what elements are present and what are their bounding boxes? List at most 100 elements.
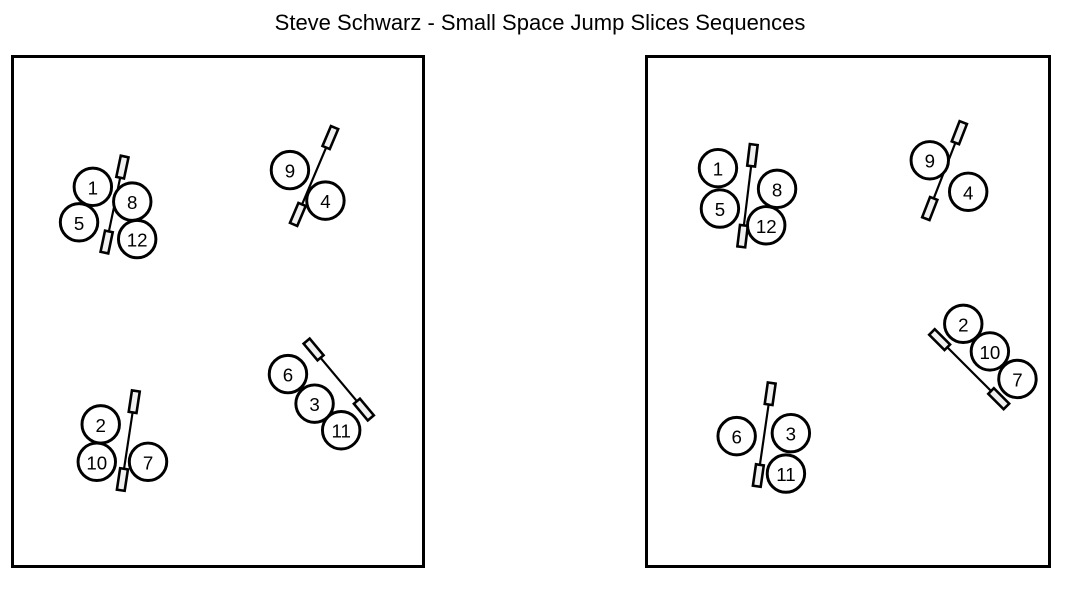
page-title: Steve Schwarz - Small Space Jump Slices … bbox=[274, 10, 806, 35]
obstacle-label: 8 bbox=[127, 192, 137, 213]
obstacle-number-10: 10 bbox=[969, 331, 1011, 372]
jump-wing-end bbox=[735, 223, 750, 249]
jump-wing-start bbox=[763, 381, 778, 407]
obstacle-number-3: 3 bbox=[294, 383, 335, 424]
jump-1-5-8-12 bbox=[735, 142, 760, 249]
course-canvas-right: 1 5 8 12 9 4 2 10 7 6 3 11 bbox=[697, 119, 1038, 494]
jump-2-10-7 bbox=[927, 327, 1012, 411]
jump-wing-end bbox=[986, 386, 1012, 411]
obstacle-label: 3 bbox=[786, 424, 796, 445]
obstacle-label: 12 bbox=[127, 230, 148, 251]
obstacle-circle bbox=[72, 166, 114, 208]
obstacle-circle bbox=[267, 353, 309, 395]
obstacle-number-2: 2 bbox=[943, 303, 984, 345]
obstacle-circle bbox=[765, 453, 807, 494]
course-panel-right: 1 5 8 12 9 4 2 10 7 6 3 11 bbox=[645, 55, 1051, 568]
obstacle-label: 11 bbox=[331, 421, 350, 442]
obstacle-label: 7 bbox=[143, 452, 153, 473]
jump-wing-start bbox=[950, 119, 969, 146]
jump-bar bbox=[742, 165, 753, 226]
jump-9-4 bbox=[920, 119, 969, 222]
course-canvas-left: 15 8 12 9 4 2 10 7 63 11 bbox=[58, 124, 376, 493]
obstacle-circle bbox=[305, 180, 346, 221]
obstacle-circle bbox=[294, 383, 335, 424]
obstacle-number-1: 1 bbox=[72, 166, 114, 208]
obstacle-circle bbox=[320, 410, 362, 451]
obstacle-number-3: 3 bbox=[770, 412, 812, 454]
jump-6-3-11 bbox=[751, 381, 778, 489]
obstacle-circle bbox=[697, 147, 739, 189]
jump-wing-start bbox=[127, 388, 142, 415]
obstacle-circle bbox=[943, 303, 984, 345]
jump-6-3-11 bbox=[301, 336, 376, 423]
obstacle-circle bbox=[969, 331, 1011, 372]
obstacle-number-10: 10 bbox=[76, 441, 117, 482]
obstacle-circle bbox=[746, 205, 787, 246]
obstacle-label: 9 bbox=[285, 161, 295, 182]
jump-wing-start bbox=[927, 327, 952, 352]
obstacle-circle bbox=[76, 441, 117, 482]
obstacle-label: 1 bbox=[88, 177, 98, 198]
obstacle-number-12: 12 bbox=[746, 205, 787, 246]
obstacle-circle bbox=[699, 188, 741, 229]
jump-bar bbox=[946, 346, 992, 392]
obstacle-circle bbox=[948, 171, 989, 212]
obstacle-number-5: 5 bbox=[58, 202, 100, 243]
jump-wing-start bbox=[301, 336, 326, 363]
obstacle-number-8: 8 bbox=[112, 181, 153, 222]
obstacle-number-4: 4 bbox=[948, 171, 989, 212]
jump-wing-start bbox=[745, 142, 760, 169]
obstacle-number-7: 7 bbox=[127, 441, 169, 482]
jump-2-10-7 bbox=[115, 388, 142, 493]
jump-wing-end bbox=[115, 466, 130, 493]
obstacle-number-6: 6 bbox=[716, 415, 757, 457]
obstacle-label: 1 bbox=[713, 159, 723, 180]
obstacle-label: 7 bbox=[1012, 369, 1022, 390]
obstacle-number-4: 4 bbox=[305, 180, 346, 221]
obstacle-label: 5 bbox=[715, 199, 725, 220]
obstacle-label: 5 bbox=[74, 213, 84, 234]
obstacle-circle bbox=[909, 140, 950, 181]
obstacle-circle bbox=[716, 415, 757, 457]
obstacle-number-9: 9 bbox=[909, 140, 950, 181]
jump-wing-end bbox=[99, 229, 115, 255]
obstacle-circle bbox=[997, 358, 1038, 400]
obstacle-label: 8 bbox=[772, 179, 782, 200]
obstacle-label: 9 bbox=[925, 151, 935, 172]
obstacle-number-11: 11 bbox=[320, 410, 362, 451]
jump-bar bbox=[122, 412, 134, 469]
obstacle-label: 12 bbox=[756, 216, 777, 237]
obstacle-label: 4 bbox=[320, 191, 330, 212]
obstacle-label: 2 bbox=[96, 415, 106, 436]
obstacle-label: 6 bbox=[283, 365, 293, 386]
obstacle-number-7: 7 bbox=[997, 358, 1038, 400]
obstacle-number-12: 12 bbox=[116, 218, 158, 260]
obstacle-label: 4 bbox=[963, 182, 973, 203]
obstacle-label: 2 bbox=[958, 314, 968, 335]
obstacle-circle bbox=[269, 149, 311, 191]
obstacle-number-1: 1 bbox=[697, 147, 739, 189]
jump-bar bbox=[758, 404, 770, 465]
jump-wing-start bbox=[114, 154, 131, 181]
obstacle-label: 10 bbox=[979, 342, 1000, 363]
obstacle-circle bbox=[58, 202, 100, 243]
jump-wing-end bbox=[920, 195, 940, 222]
obstacle-label: 6 bbox=[731, 427, 741, 448]
jump-wing-end bbox=[352, 396, 376, 423]
obstacle-number-11: 11 bbox=[765, 453, 807, 494]
obstacle-number-2: 2 bbox=[80, 404, 121, 445]
jump-wing-end bbox=[288, 201, 308, 228]
obstacle-circle bbox=[127, 441, 169, 482]
jump-1-5-8-12 bbox=[99, 154, 131, 255]
obstacle-circle bbox=[756, 168, 798, 210]
obstacle-circle bbox=[770, 412, 812, 454]
obstacle-label: 3 bbox=[309, 394, 319, 415]
obstacle-number-9: 9 bbox=[269, 149, 311, 191]
jump-wing-start bbox=[320, 124, 340, 151]
obstacle-number-5: 5 bbox=[699, 188, 741, 229]
jump-bar bbox=[319, 357, 358, 402]
obstacle-number-6: 6 bbox=[267, 353, 309, 395]
obstacle-number-8: 8 bbox=[756, 168, 798, 210]
